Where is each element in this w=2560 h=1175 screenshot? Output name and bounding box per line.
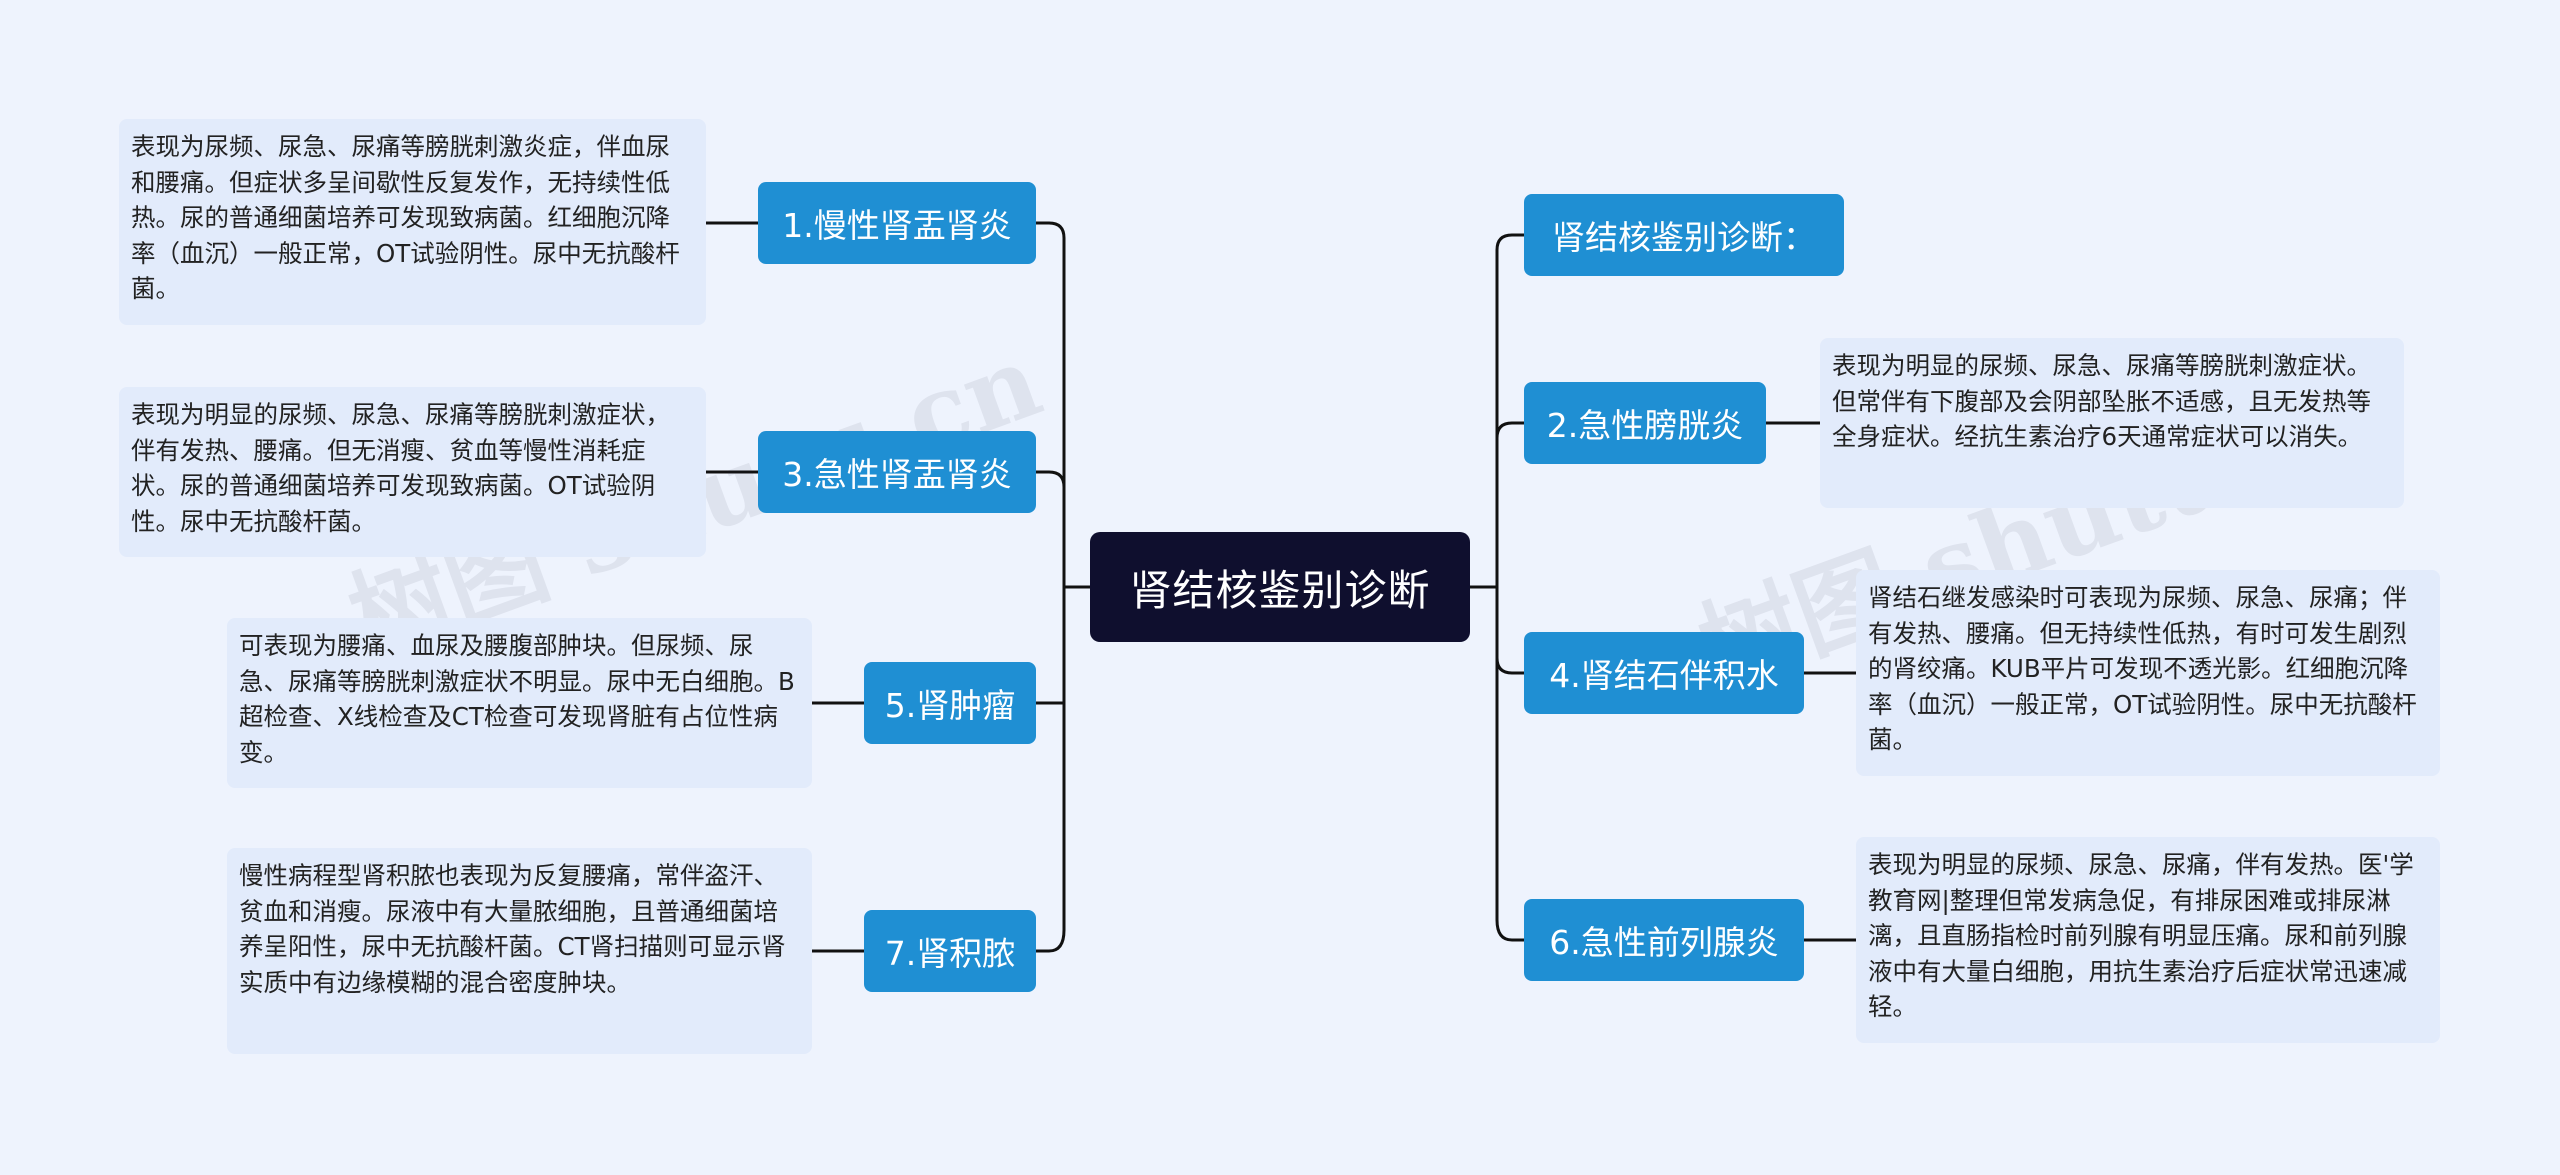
connector-to-branch-6 — [1495, 919, 1524, 942]
branch-acute-pyelonephritis[interactable]: 3.急性肾盂肾炎 — [758, 431, 1036, 513]
note-acute-prostatitis: 表现为明显的尿频、尿急、尿痛，伴有发热。医'学教育网|整理但常发病急促，有排尿困… — [1856, 837, 2440, 1043]
connector-to-branch-1 — [1036, 221, 1066, 239]
root-topic[interactable]: 肾结核鉴别诊断 — [1090, 532, 1470, 642]
note-renal-tumor: 可表现为腰痛、血尿及腰腹部肿块。但尿频、尿急、尿痛等膀胱刺激症状不明显。尿中无白… — [227, 618, 812, 788]
branch-acute-prostatitis[interactable]: 6.急性前列腺炎 — [1524, 899, 1804, 981]
note-acute-cystitis: 表现为明显的尿频、尿急、尿痛等膀胱刺激症状。但常伴有下腹部及会阴部坠胀不适感，且… — [1820, 338, 2404, 508]
branch-differential-heading[interactable]: 肾结核鉴别诊断： — [1524, 194, 1844, 276]
connector-to-branch-4 — [1495, 657, 1524, 675]
note-renal-calculus-hydronephrosis: 肾结石继发感染时可表现为尿频、尿急、尿痛；伴有发热、腰痛。但无持续性低热，有时可… — [1856, 570, 2440, 776]
connector-to-branch-r0 — [1495, 233, 1524, 251]
branch-renal-calculus-hydronephrosis[interactable]: 4.肾结石伴积水 — [1524, 632, 1804, 714]
connector-to-branch-2 — [1495, 421, 1524, 439]
note-acute-pyelonephritis: 表现为明显的尿频、尿急、尿痛等膀胱刺激症状，伴有发热、腰痛。但无消瘦、贫血等慢性… — [119, 387, 706, 557]
note-pyonephrosis: 慢性病程型肾积脓也表现为反复腰痛，常伴盗汗、贫血和消瘦。尿液中有大量脓细胞，且普… — [227, 848, 812, 1054]
branch-acute-cystitis[interactable]: 2.急性膀胱炎 — [1524, 382, 1766, 464]
note-chronic-pyelonephritis: 表现为尿频、尿急、尿痛等膀胱刺激炎症，伴血尿和腰痛。但症状多呈间歇性反复发作，无… — [119, 119, 706, 325]
branch-renal-tumor[interactable]: 5.肾肿瘤 — [864, 662, 1036, 744]
branch-pyonephrosis[interactable]: 7.肾积脓 — [864, 910, 1036, 992]
connector-to-branch-3 — [1036, 470, 1066, 488]
connector-to-branch-7 — [1036, 929, 1066, 953]
branch-chronic-pyelonephritis[interactable]: 1.慢性肾盂肾炎 — [758, 182, 1036, 264]
